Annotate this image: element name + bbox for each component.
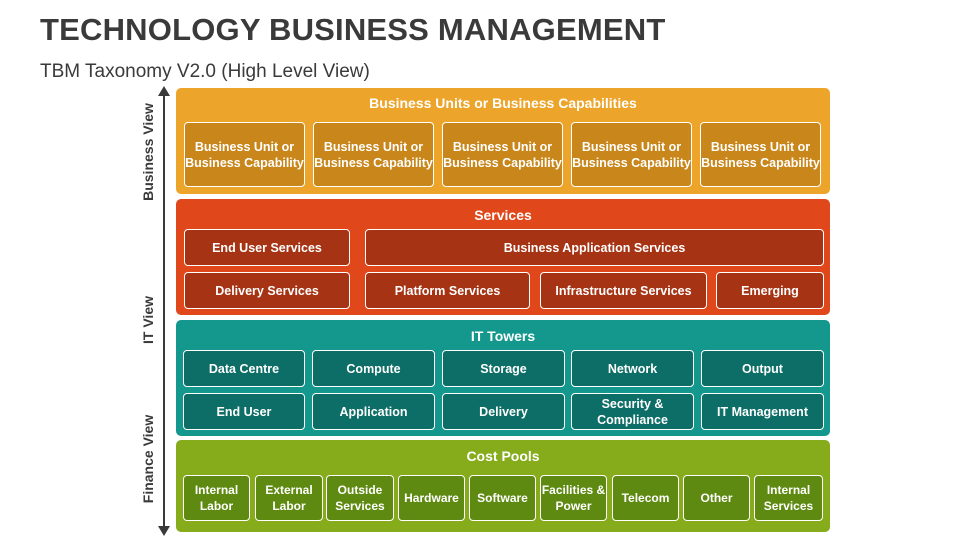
page-subtitle: TBM Taxonomy V2.0 (High Level View)	[40, 61, 370, 82]
cost-pool-box: Internal Labor	[183, 475, 250, 521]
layer-cost-pools: Cost Pools Internal Labor External Labor…	[176, 440, 830, 532]
service-box-platform: Platform Services	[365, 272, 530, 309]
service-box-end-user: End User Services	[184, 229, 350, 266]
layer-title-services: Services	[474, 207, 532, 223]
business-unit-box: Business Unit or Business Capability	[313, 122, 434, 187]
service-box-business-application: Business Application Services	[365, 229, 824, 266]
business-unit-box: Business Unit or Business Capability	[700, 122, 821, 187]
it-tower-box: Data Centre	[183, 350, 305, 387]
it-tower-box: Compute	[312, 350, 435, 387]
layer-title-it-towers: IT Towers	[470, 328, 536, 344]
cost-pool-box: External Labor	[255, 475, 323, 521]
layer-title-cost-pools: Cost Pools	[466, 448, 540, 464]
it-tower-box: Output	[701, 350, 824, 387]
arrow-down-icon	[158, 526, 170, 536]
layer-title-business-units: Business Units or Business Capabilities	[369, 95, 637, 111]
it-tower-box: Delivery	[442, 393, 565, 430]
cost-pool-box: Facilities & Power	[540, 475, 607, 521]
it-tower-box: Storage	[442, 350, 565, 387]
business-unit-box: Business Unit or Business Capability	[571, 122, 692, 187]
cost-pool-box: Other	[683, 475, 750, 521]
it-tower-box: Security & Compliance	[571, 393, 694, 430]
layer-it-towers: IT Towers Data Centre Compute Storage Ne…	[176, 320, 830, 436]
arrow-up-icon	[158, 86, 170, 96]
business-unit-box: Business Unit or Business Capability	[184, 122, 305, 187]
it-tower-box: Network	[571, 350, 694, 387]
view-label-business: Business View	[140, 103, 156, 201]
view-label-it: IT View	[140, 296, 156, 344]
business-unit-box: Business Unit or Business Capability	[442, 122, 563, 187]
it-tower-box: End User	[183, 393, 305, 430]
cost-pool-box: Software	[469, 475, 536, 521]
cost-pool-box: Hardware	[398, 475, 465, 521]
it-tower-box: Application	[312, 393, 435, 430]
layer-business-units: Business Units or Business Capabilities …	[176, 88, 830, 194]
it-tower-box: IT Management	[701, 393, 824, 430]
cost-pool-box: Internal Services	[754, 475, 823, 521]
service-box-infrastructure: Infrastructure Services	[540, 272, 707, 309]
page-title: TECHNOLOGY BUSINESS MANAGEMENT	[40, 12, 666, 47]
view-axis-line	[163, 92, 165, 529]
cost-pool-box: Outside Services	[326, 475, 394, 521]
service-box-emerging: Emerging	[716, 272, 824, 309]
cost-pool-box: Telecom	[612, 475, 679, 521]
layer-services: Services End User Services Business Appl…	[176, 199, 830, 315]
service-box-delivery: Delivery Services	[184, 272, 350, 309]
view-label-finance: Finance View	[140, 414, 156, 504]
